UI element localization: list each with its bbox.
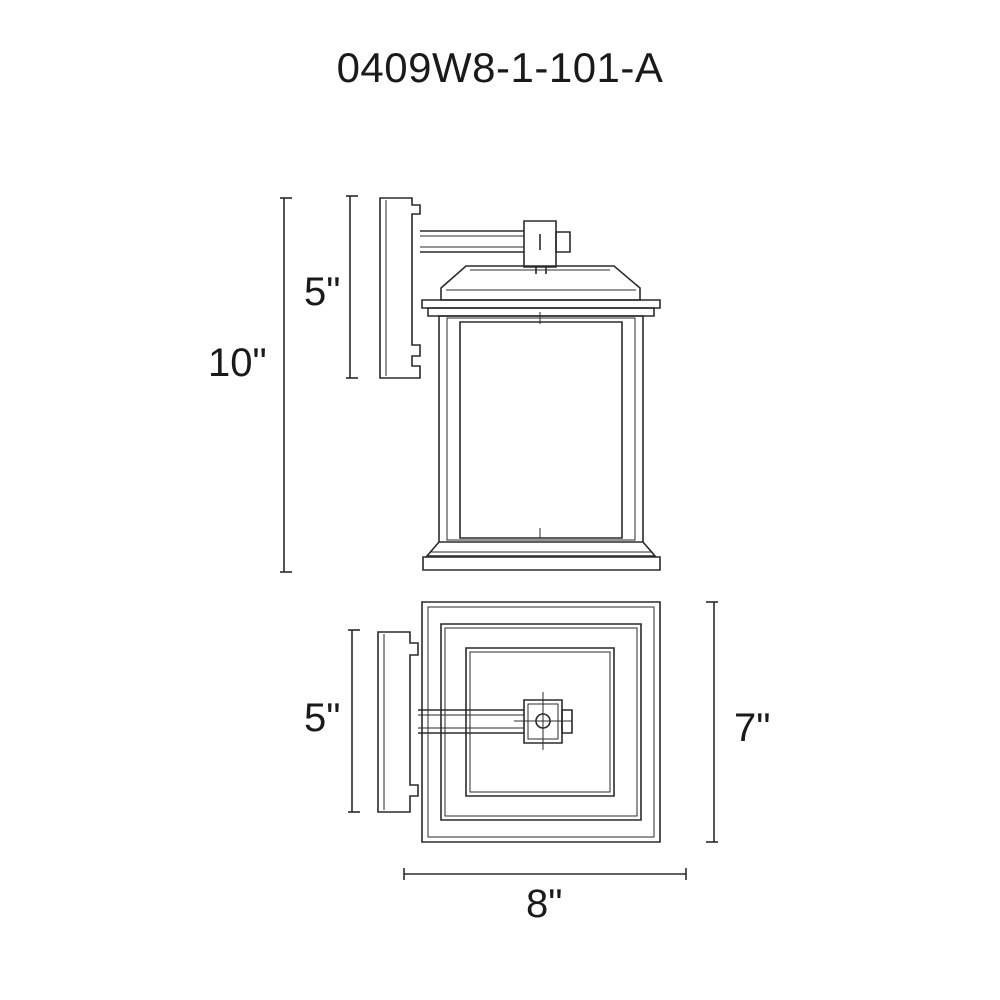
overall-height-label: 10" xyxy=(208,341,267,385)
mounting-arm-top xyxy=(418,692,572,750)
depth-dimension-line xyxy=(706,602,718,842)
wall-backplate-top xyxy=(378,632,418,812)
mounting-arm-side xyxy=(420,221,570,274)
wall-backplate-side xyxy=(380,198,420,378)
roof-outline-top xyxy=(422,602,660,842)
side-view xyxy=(280,196,660,572)
backplate-height-dimension-line-side xyxy=(346,196,358,378)
top-view xyxy=(348,602,718,880)
backplate-height-label-top: 5" xyxy=(304,696,341,740)
overall-height-dimension-line xyxy=(280,198,292,572)
width-label: 8" xyxy=(526,882,563,926)
lantern-base xyxy=(423,542,660,570)
backplate-height-label-side: 5" xyxy=(304,270,341,314)
lantern-body-side xyxy=(439,316,643,542)
width-dimension-line xyxy=(404,868,686,880)
backplate-height-dimension-line-top xyxy=(348,630,360,812)
model-number-title: 0409W8-1-101-A xyxy=(336,44,664,91)
depth-label: 7" xyxy=(734,706,771,750)
